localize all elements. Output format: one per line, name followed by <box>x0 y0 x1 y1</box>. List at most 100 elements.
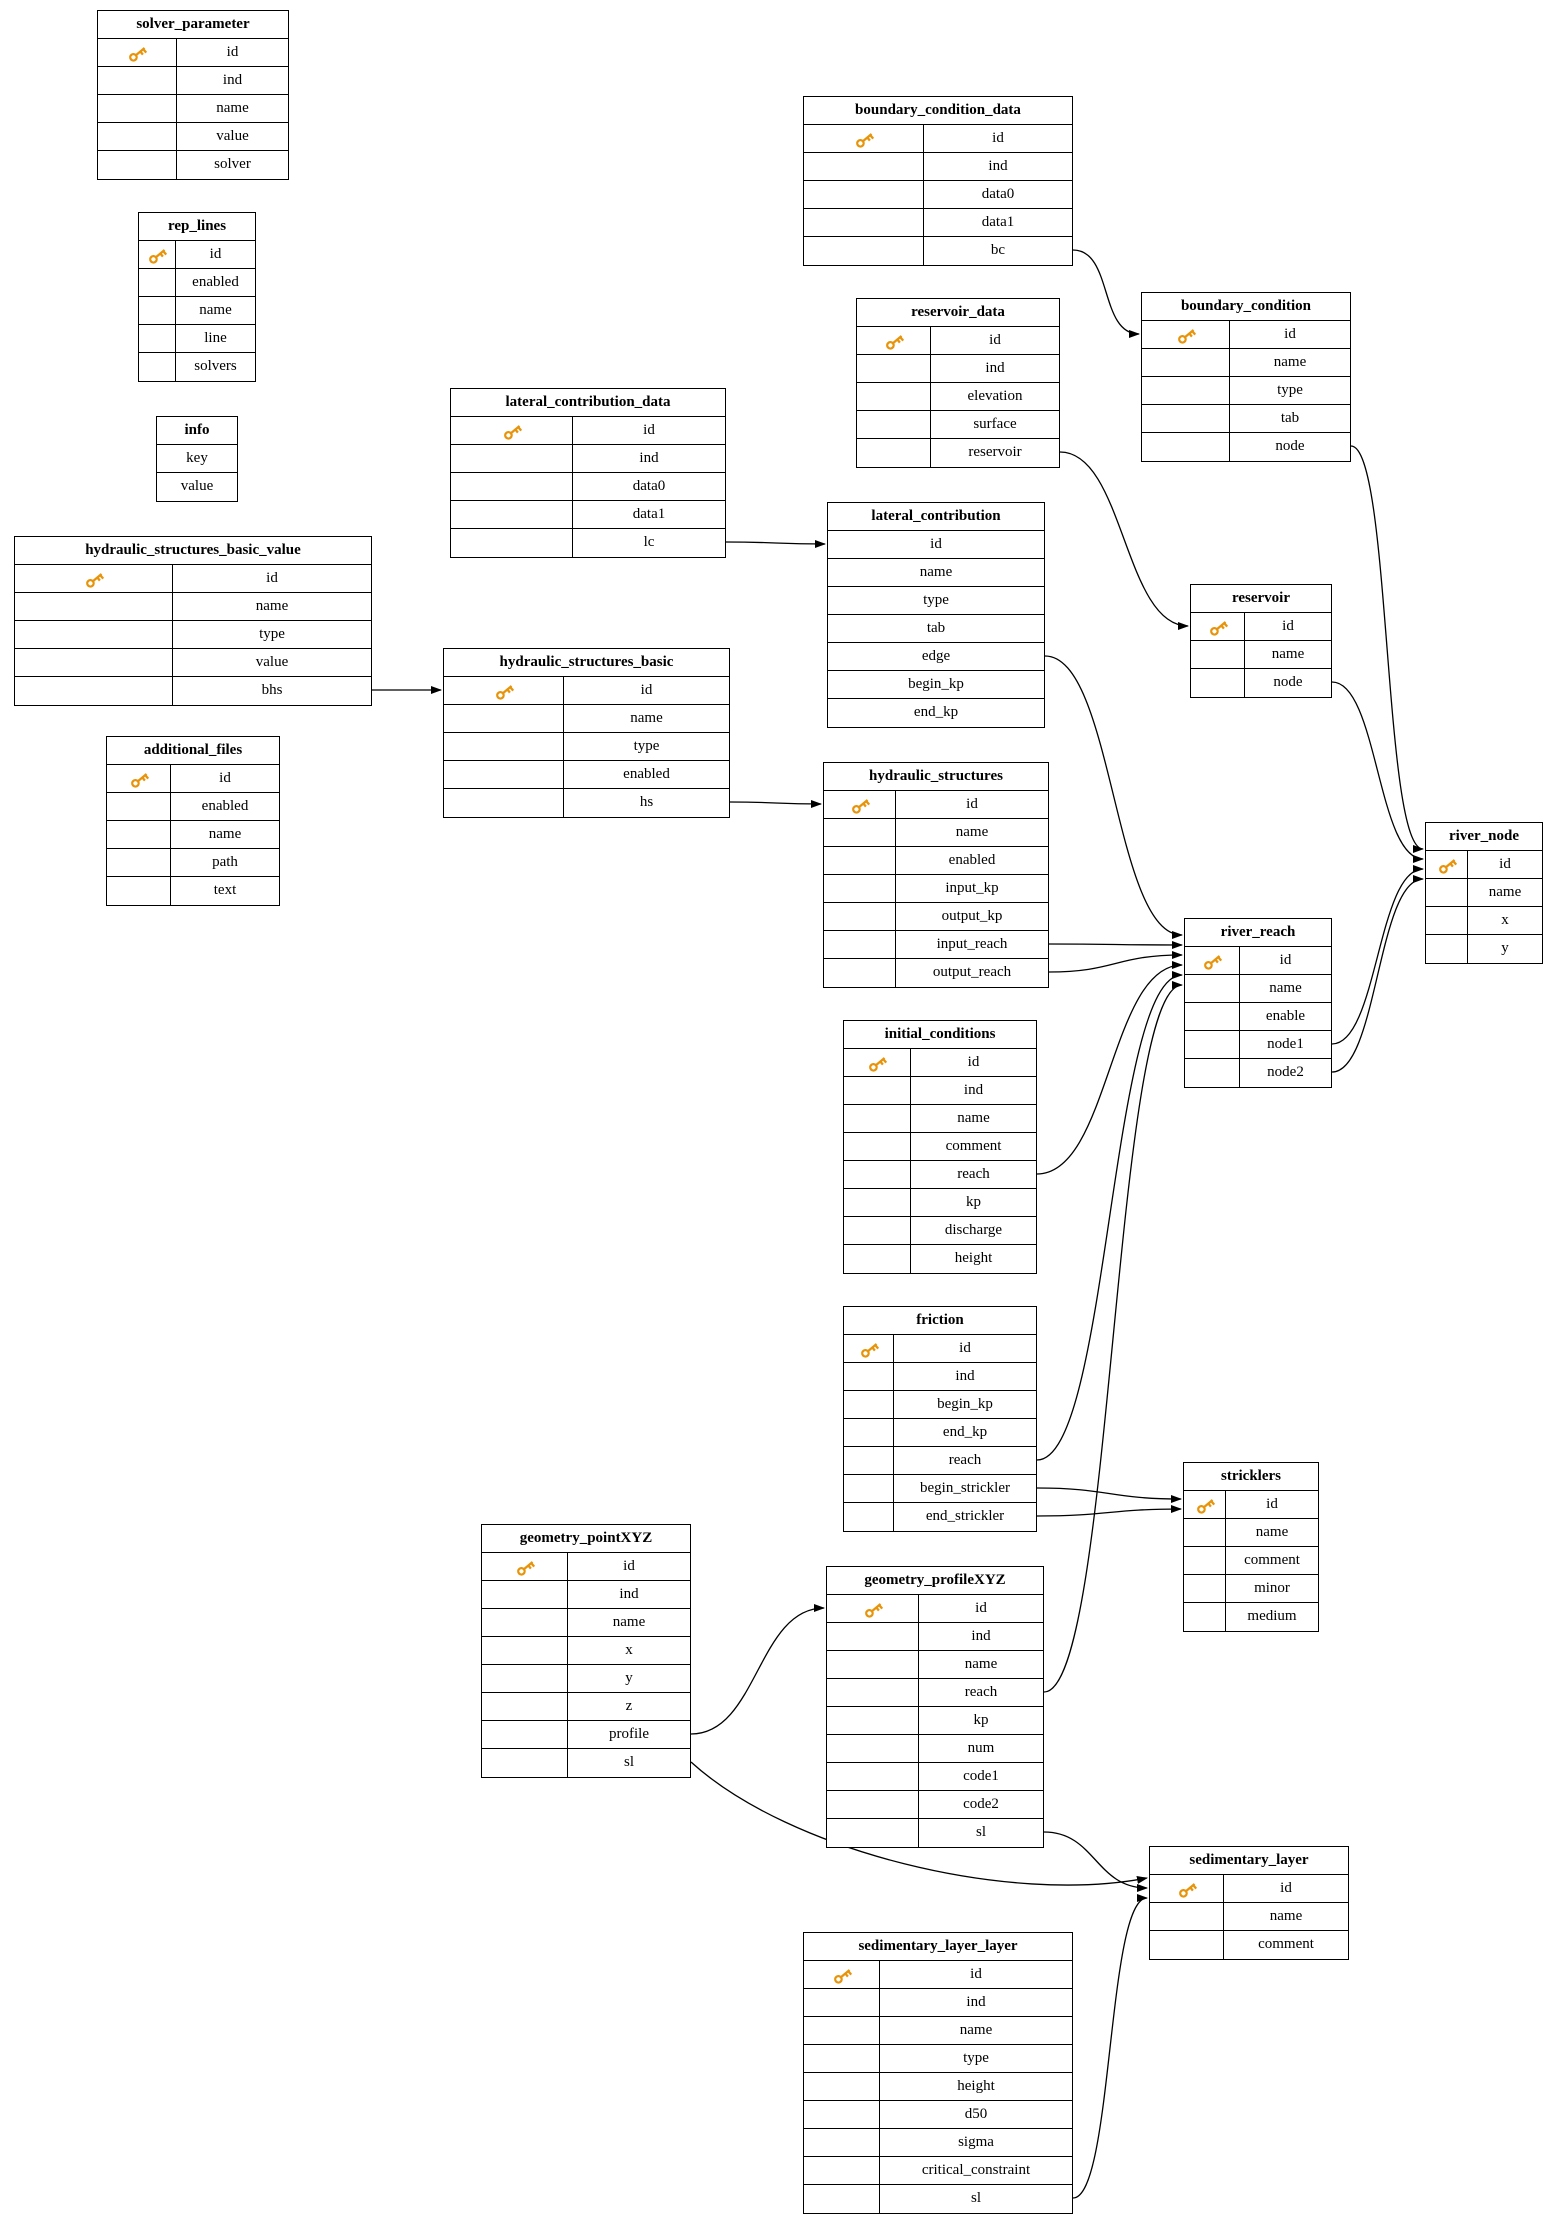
field-label: id <box>266 570 278 586</box>
empty-key-cell <box>1184 1575 1226 1602</box>
field-label: critical_constraint <box>921 2162 1031 2178</box>
field-row-name: name <box>804 2017 1072 2045</box>
primary-key-icon <box>858 1340 880 1358</box>
field-row-id: id <box>1185 947 1331 975</box>
primary-key-cell <box>98 39 177 66</box>
table-title: boundary_condition <box>1142 293 1350 321</box>
field-row-ind: ind <box>844 1363 1036 1391</box>
field-row-solvers: solvers <box>139 353 255 381</box>
field-row-height: height <box>804 2073 1072 2101</box>
field-label: minor <box>1254 1580 1290 1596</box>
empty-key-cell <box>804 181 924 208</box>
field-row-data0: data0 <box>804 181 1072 209</box>
relation-reservoir-data-reservoir-to-reservoir <box>1059 451 1189 630</box>
table-title: hydraulic_structures <box>824 763 1048 791</box>
relation-boundary-condition-node-to-river-node <box>1350 445 1424 853</box>
field-label: code2 <box>963 1796 999 1812</box>
empty-key-cell <box>827 1707 919 1734</box>
field-label: id <box>930 536 942 552</box>
field-row-hs: hs <box>444 789 729 817</box>
empty-key-cell <box>804 2045 880 2072</box>
field-label: begin_kp <box>908 676 964 692</box>
field-label: type <box>259 626 285 642</box>
field-label: elevation <box>967 388 1023 404</box>
field-label: comment <box>945 1138 1002 1154</box>
field-row-input-kp: input_kp <box>824 875 1048 903</box>
empty-key-cell <box>804 2185 880 2213</box>
field-label: sl <box>623 1754 634 1770</box>
empty-key-cell <box>139 297 176 324</box>
table-title: geometry_profileXYZ <box>827 1567 1043 1595</box>
empty-key-cell <box>1185 975 1240 1002</box>
relation-river-reach-node1-to-river-node <box>1331 865 1424 1045</box>
field-row-id: id <box>857 327 1059 355</box>
field-label: name <box>255 598 289 614</box>
field-label: ind <box>222 72 243 88</box>
primary-key-cell <box>844 1335 894 1362</box>
field-label: name <box>1273 354 1307 370</box>
empty-key-cell <box>1184 1519 1226 1546</box>
field-label: value <box>180 478 214 494</box>
empty-key-cell <box>857 411 931 438</box>
field-label: name <box>612 1614 646 1630</box>
primary-key-cell <box>482 1553 568 1580</box>
empty-key-cell <box>482 1581 568 1608</box>
field-row-type: type <box>804 2045 1072 2073</box>
empty-key-cell <box>804 153 924 180</box>
empty-key-cell <box>482 1749 568 1777</box>
field-row-enabled: enabled <box>824 847 1048 875</box>
field-row-bc: bc <box>804 237 1072 265</box>
empty-key-cell <box>857 439 931 467</box>
field-label: id <box>1282 618 1294 634</box>
empty-key-cell <box>98 67 177 94</box>
field-label: comment <box>1258 1936 1314 1952</box>
empty-key-cell <box>139 325 176 352</box>
empty-key-cell <box>107 849 171 876</box>
primary-key-icon <box>1176 1880 1198 1898</box>
table-title: solver_parameter <box>98 11 288 39</box>
empty-key-cell <box>804 2101 880 2128</box>
field-label: id <box>1279 952 1292 968</box>
field-label: id <box>623 1558 635 1574</box>
relation-lateral-contribution-edge-to-river-reach <box>1044 655 1183 939</box>
field-label: node <box>1273 674 1303 690</box>
field-label: ind <box>619 1586 639 1602</box>
empty-key-cell <box>844 1391 894 1418</box>
field-row-x: x <box>1426 907 1542 935</box>
empty-key-cell <box>451 445 573 472</box>
empty-key-cell <box>1150 1931 1224 1959</box>
field-label: name <box>216 100 249 116</box>
field-label: id <box>966 796 978 812</box>
field-label: name <box>630 710 663 726</box>
empty-key-cell <box>1142 377 1230 404</box>
field-label: data0 <box>981 186 1015 202</box>
primary-key-icon <box>1436 856 1458 874</box>
field-label: input_kp <box>945 880 999 896</box>
primary-key-cell <box>1184 1491 1226 1518</box>
field-label: id <box>989 332 1001 348</box>
empty-key-cell <box>857 383 931 410</box>
empty-key-cell <box>824 959 896 987</box>
field-row-name: name <box>1191 641 1331 669</box>
empty-key-cell <box>1191 669 1245 697</box>
empty-key-cell <box>482 1721 568 1748</box>
field-label: name <box>964 1656 998 1672</box>
field-row-ind: ind <box>827 1623 1043 1651</box>
field-row-value: value <box>15 649 371 677</box>
field-row-value: value <box>157 473 237 501</box>
field-row-id: id <box>444 677 729 705</box>
field-label: enabled <box>192 274 239 290</box>
empty-key-cell <box>482 1693 568 1720</box>
empty-key-cell <box>15 649 173 676</box>
primary-key-icon <box>1201 952 1223 970</box>
field-label: path <box>212 854 238 870</box>
field-label: ind <box>985 360 1005 376</box>
empty-key-cell <box>482 1609 568 1636</box>
field-label: enabled <box>201 798 249 814</box>
field-row-type: type <box>15 621 371 649</box>
field-label: num <box>967 1740 995 1756</box>
